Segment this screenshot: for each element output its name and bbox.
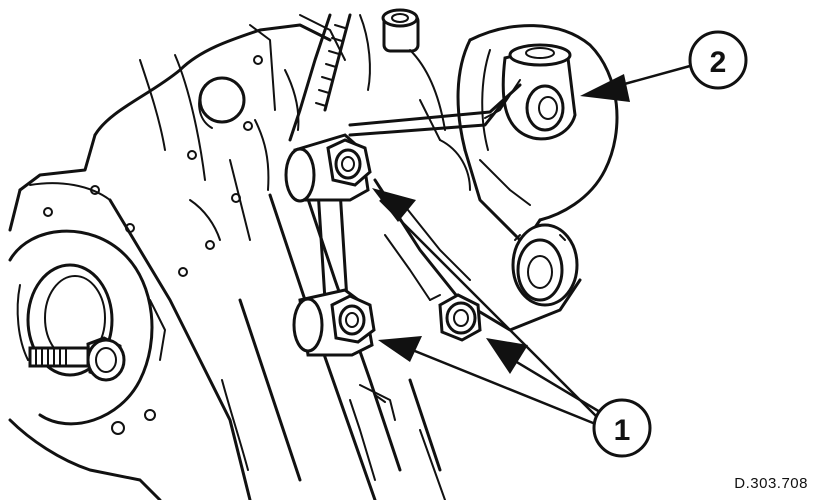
callout-1-leaders	[372, 188, 606, 427]
idler-pulley	[511, 223, 579, 307]
timing-chain	[221, 13, 446, 500]
horizontal-bolt	[28, 336, 126, 382]
callout-2-leader	[580, 64, 691, 102]
callout-2-label: 2	[710, 46, 727, 79]
arrow-bracket-bolt	[486, 338, 528, 374]
callout-1-label: 1	[614, 414, 631, 447]
callout-2: 2	[688, 30, 748, 90]
bracket-bolt	[429, 293, 482, 342]
reference-code: D.303.708	[734, 475, 808, 492]
pivot-boss	[484, 43, 577, 141]
linkage-rod	[348, 83, 522, 137]
arrow-upper-bushing	[372, 188, 416, 222]
engine-block-casting	[8, 14, 346, 500]
arrow-lower-bushing	[378, 336, 422, 362]
upper-bushing	[284, 133, 372, 203]
vertical-link	[316, 188, 349, 302]
lower-bushing	[292, 288, 376, 357]
callout-1: 1	[592, 398, 652, 458]
arrow-pivot-boss	[580, 74, 630, 102]
top-bolt	[359, 8, 446, 131]
mounting-bracket	[373, 24, 619, 332]
